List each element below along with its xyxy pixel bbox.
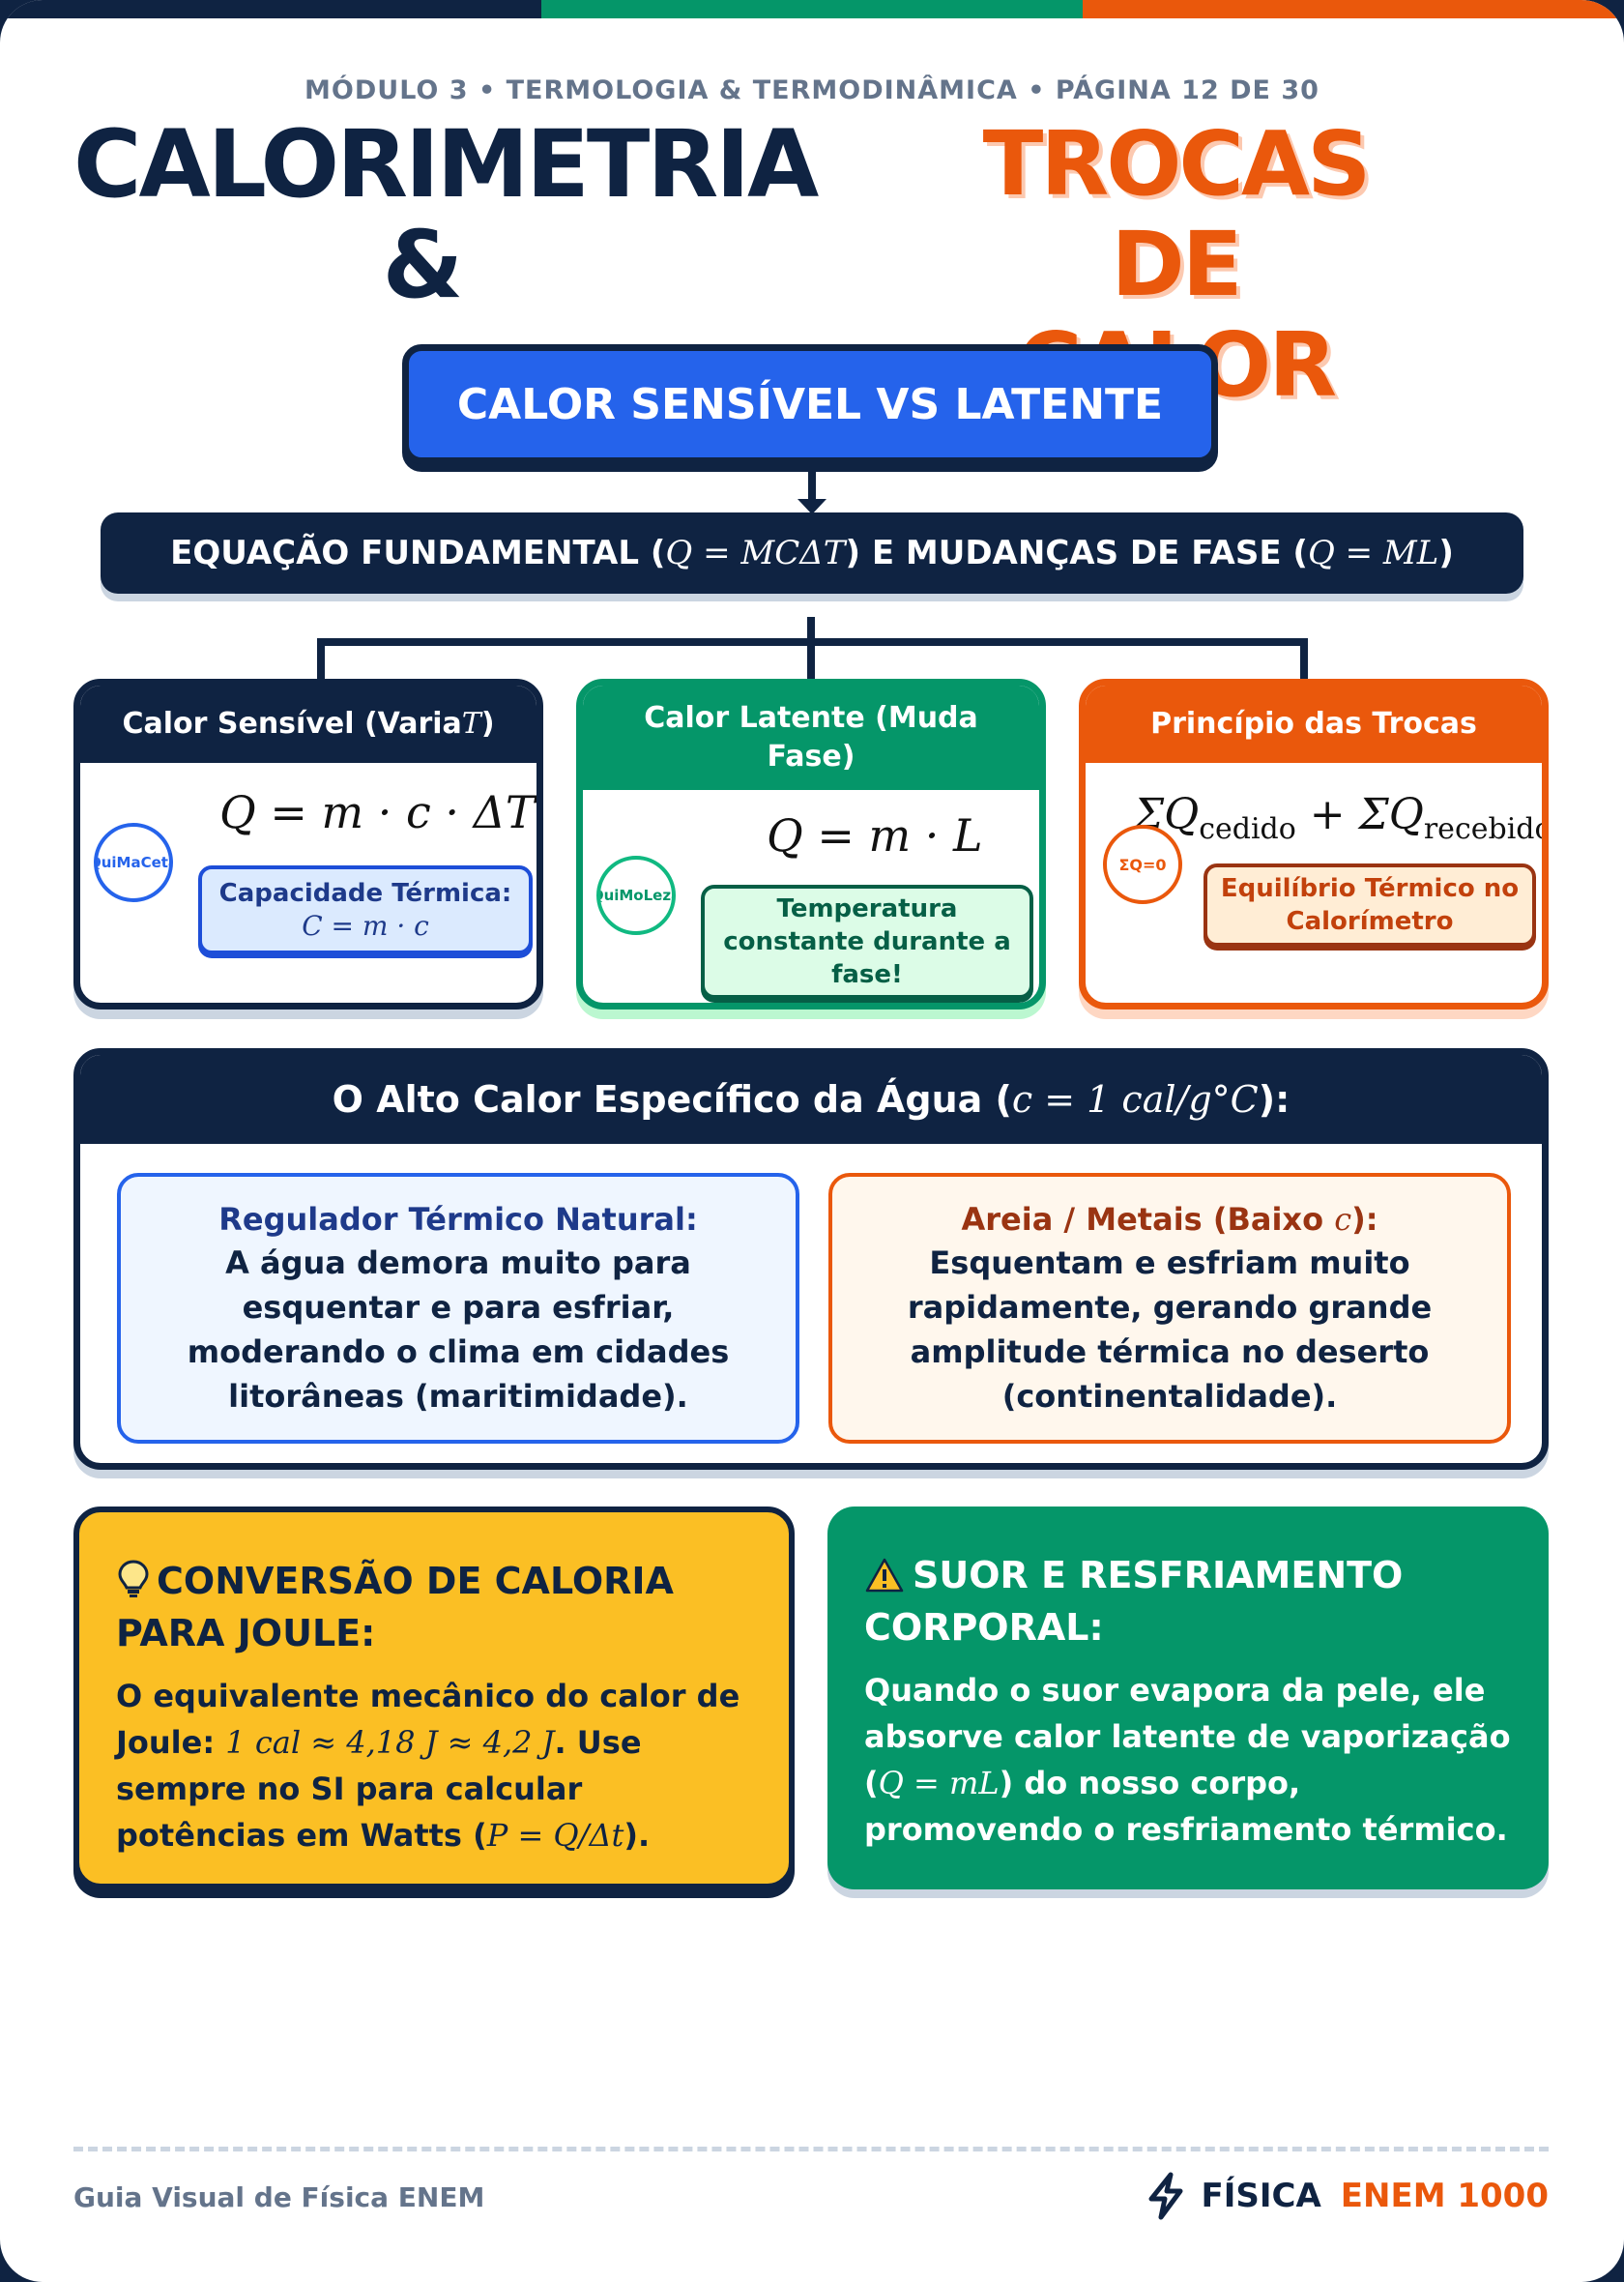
water-panel-header: O Alto Calor Específico da Água (c = 1 c… (80, 1055, 1542, 1144)
eq-sensible: Q = MCΔT (665, 534, 846, 572)
title-right: TROCAS DE CALOR (905, 114, 1446, 416)
sand-metals-box: Areia / Metais (Baixo c): Esquentam e es… (828, 1173, 1511, 1444)
module-kicker: MÓDULO 3 • TERMOLOGIA & TERMODINÂMICA • … (304, 75, 1320, 105)
eq-suffix: ) (1438, 534, 1454, 572)
sand-metals-body: Esquentam e esfriam muito rapidamente, g… (907, 1244, 1433, 1415)
constant-temp-line3: fase! (831, 960, 903, 989)
sum-zero-badge: ΣQ=0 (1103, 825, 1182, 904)
tree-stem (807, 617, 815, 679)
eq-middle: ) E MUDANÇAS DE FASE ( (845, 534, 1308, 572)
tree-left (317, 638, 325, 681)
title-left: CALORIMETRIA & (73, 110, 819, 319)
natural-regulator-title: Regulador Térmico Natural: (218, 1201, 698, 1238)
card-sensible-heat-header: Calor Sensível (VariaT) (80, 686, 536, 763)
eq-prefix: EQUAÇÃO FUNDAMENTAL ( (170, 534, 666, 572)
thermal-equilibrium-pill: Equilíbrio Térmico no Calorímetro (1204, 863, 1536, 947)
thermal-capacity-title: Capacidade Térmica: (218, 879, 512, 908)
heat-exchange-formula: ΣQcedido + ΣQrecebido = (1134, 790, 1549, 846)
card-latent-title: Calor Latente (Muda Fase) (644, 701, 978, 774)
equilibrium-line1: Equilíbrio Térmico no (1220, 874, 1520, 903)
connector-arrow (798, 499, 826, 514)
brand-physics: FÍSICA (1201, 2177, 1321, 2215)
sweat-cooling-title: SUOR E RESFRIAMENTO CORPORAL: (864, 1554, 1404, 1649)
eq-latent: Q = ML (1307, 534, 1439, 572)
footer-divider (73, 2147, 1549, 2151)
lightbulb-icon (118, 1560, 149, 1597)
water-specific-heat-panel: O Alto Calor Específico da Água (c = 1 c… (73, 1048, 1549, 1470)
connector-main (808, 464, 816, 503)
sweat-cooling-body: Quando o suor evapora da pele, ele absor… (864, 1672, 1511, 1848)
equilibrium-line2: Calorímetro (1286, 907, 1454, 936)
card-exchange-title: Princípio das Trocas (1150, 707, 1477, 741)
main-topic-node: CALOR SENSÍVEL VS LATENTE (402, 344, 1218, 464)
card-latent-heat: Calor Latente (Muda Fase) Q = m · L QuiM… (576, 679, 1046, 1009)
thermal-capacity-pill: Capacidade Térmica: C = m · c (198, 865, 533, 954)
equation-bar: EQUAÇÃO FUNDAMENTAL (Q = MCΔT) E MUDANÇA… (101, 512, 1523, 594)
natural-regulator-box: Regulador Térmico Natural: A água demora… (117, 1173, 799, 1444)
footer-guide-name: Guia Visual de Física ENEM (73, 2181, 485, 2213)
thermal-capacity-formula: C = m · c (302, 910, 429, 942)
title-left-line1: CALORIMETRIA (73, 110, 819, 219)
quimoleza-badge: QuiMoLeza (596, 856, 676, 935)
latent-heat-formula: Q = m · L (767, 809, 983, 862)
constant-temp-line2: constante durante a (723, 927, 1011, 956)
constant-temp-line1: Temperatura (776, 894, 958, 923)
lightning-icon (1148, 2172, 1182, 2220)
sand-metals-title: Areia / Metais (Baixo c): (961, 1201, 1378, 1238)
calorie-joule-title: CONVERSÃO DE CALORIA PARA JOULE: (116, 1560, 674, 1654)
warning-icon (865, 1558, 904, 1593)
card-exchange-header: Princípio das Trocas (1086, 686, 1542, 763)
card-sensible-heat: Calor Sensível (VariaT) Q = m · c · ΔT Q… (73, 679, 543, 1009)
top-color-stripe (0, 0, 1624, 18)
brand-enem: ENEM 1000 (1340, 2177, 1549, 2215)
calorie-joule-box: CONVERSÃO DE CALORIA PARA JOULE: O equiv… (73, 1507, 795, 1889)
title-right-line1: TROCAS DE (982, 112, 1372, 316)
title-left-line2: & (382, 211, 464, 319)
calorie-joule-body: O equivalente mecânico do calor de Joule… (116, 1678, 740, 1854)
card-heat-exchange-principle: Princípio das Trocas ΣQcedido + ΣQrecebi… (1079, 679, 1549, 1009)
quimaceta-badge: QuiMaCeta (94, 823, 173, 902)
tree-right (1300, 638, 1308, 681)
footer-brand: FÍSICA ENEM 1000 (1144, 2172, 1549, 2220)
card-latent-heat-header: Calor Latente (Muda Fase) (583, 686, 1039, 790)
tree-bar (317, 638, 1308, 646)
card-sensible-title: Calor Sensível (VariaT) (122, 707, 495, 741)
constant-temperature-pill: Temperatura constante durante a fase! (701, 885, 1033, 999)
sensible-heat-formula: Q = m · c · ΔT (219, 786, 536, 838)
sweat-cooling-box: SUOR E RESFRIAMENTO CORPORAL: Quando o s… (827, 1507, 1549, 1889)
natural-regulator-body: A água demora muito para esquentar e par… (187, 1244, 730, 1415)
